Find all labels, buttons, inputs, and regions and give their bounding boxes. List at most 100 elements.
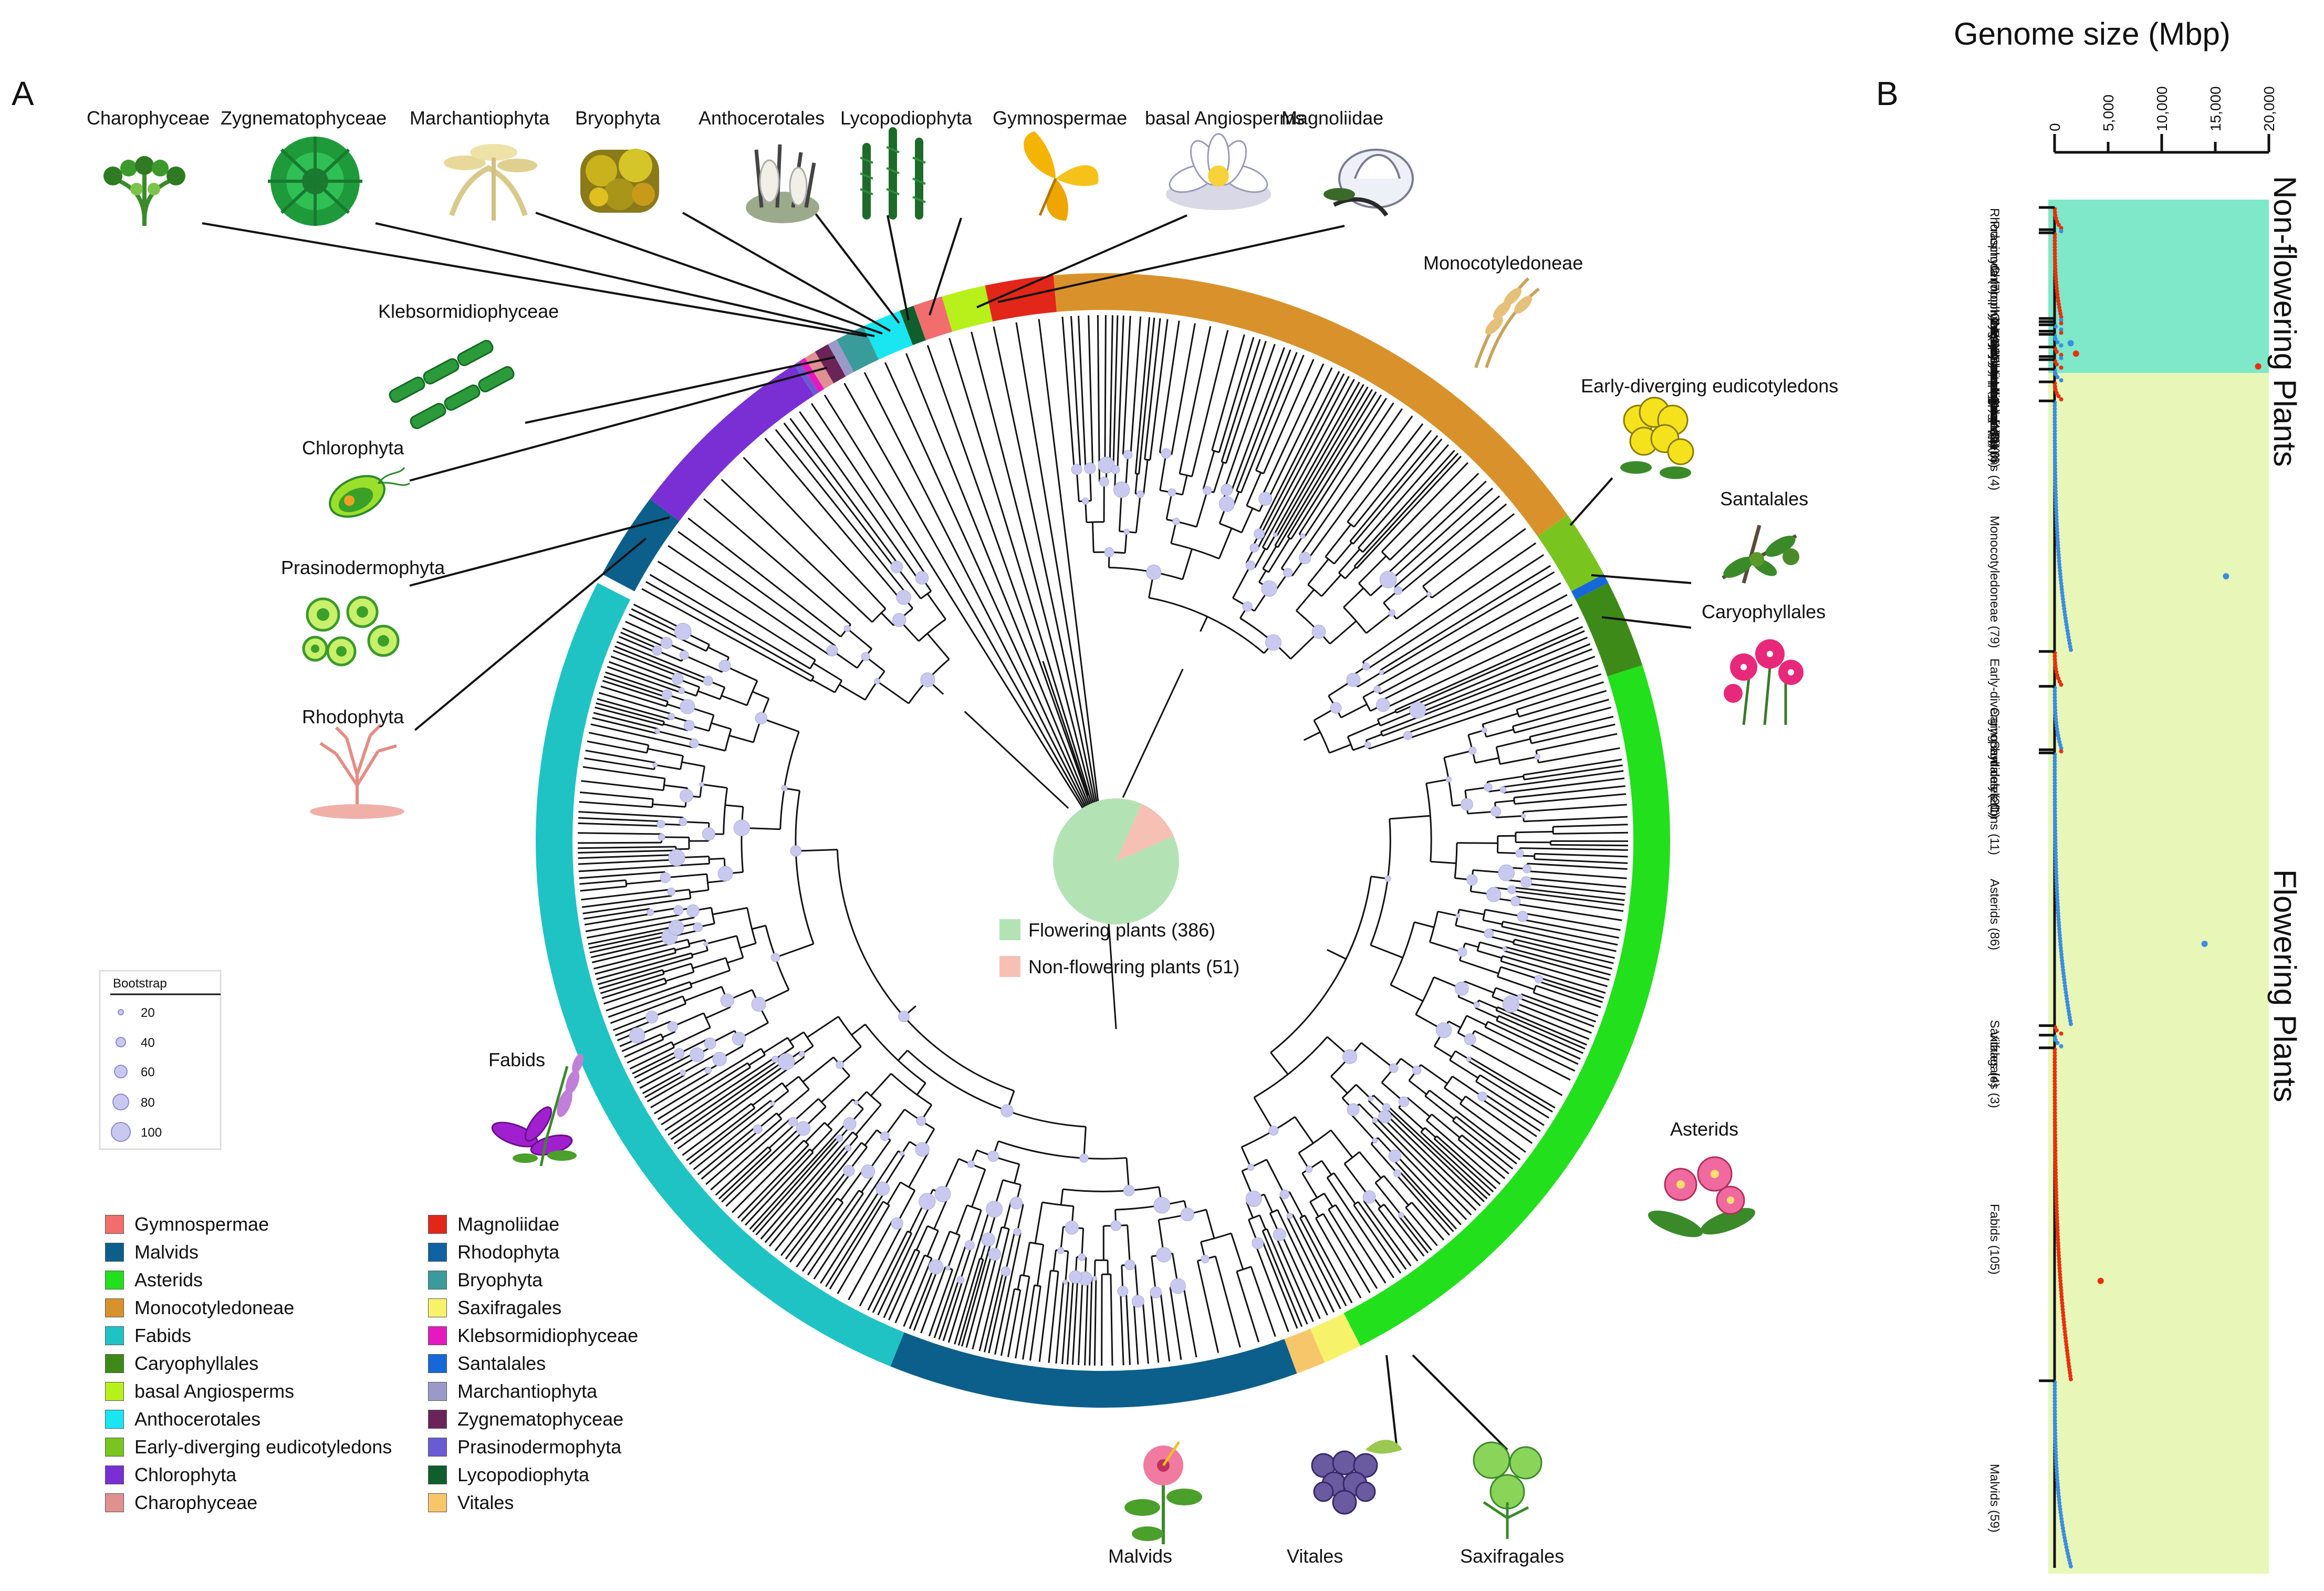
genome-point [2068,1374,2073,1378]
pie-legend: Flowering plants (386) Non-flowering pla… [999,919,1239,978]
genome-point [2067,1015,2072,1020]
ring-segment [899,305,926,346]
genome-point [2052,251,2057,256]
legend-label: Marchantiophyta [457,1380,598,1402]
genome-point [2059,587,2064,592]
legend-item: Anthocerotales [105,1406,260,1433]
phylogenetic-tree [578,315,1629,1366]
genome-point [2055,220,2059,224]
legend-swatch [428,1243,447,1262]
genome-point [2054,1180,2058,1185]
genome-point [2056,917,2061,922]
genome-point [2052,1110,2057,1115]
genome-point [2059,952,2064,956]
genome-point [2052,384,2057,389]
genome-point [2056,1244,2060,1249]
label-fabids: Fabids [488,1049,545,1070]
genome-point [2052,1120,2057,1125]
group-boundaries [2039,206,2055,1382]
genome-point [2053,844,2058,849]
asterids-icon [1648,1156,1756,1238]
ring-segment [828,339,854,377]
genome-point [2054,279,2058,284]
genome-point [2054,283,2059,287]
genome-point [2052,410,2057,414]
genome-point [2052,1098,2057,1103]
genome-point [2059,321,2064,326]
genome-point [2060,961,2065,966]
genome-point [2056,549,2061,554]
genome-point [2053,1132,2057,1137]
genome-point [2052,800,2057,804]
group-label: Chlorophyta (27) [1987,265,2002,359]
genome-point [2053,267,2058,272]
genome-point [2053,1155,2058,1160]
genome-point [2061,1532,2066,1537]
legend-item: Saxifragales [428,1294,561,1322]
genome-point [2054,860,2058,865]
genome-point [2052,1057,2057,1061]
genome-point [2052,765,2057,769]
genome-point [2059,1044,2064,1048]
genome-point [2057,562,2062,567]
ring-segment [794,361,819,396]
genome-point [2053,489,2058,494]
legend-item: Marchantiophyta [428,1378,597,1405]
group-label: Monocotyledoneae (79) [1987,516,2002,648]
legend-swatch [105,1465,124,1484]
genome-point [2053,1443,2058,1448]
genome-point [2055,882,2059,887]
band-nonflowering [2048,200,2269,373]
bootstrap-100: 100 [141,1126,162,1140]
genome-point [2068,1018,2072,1023]
genome-point [2057,930,2062,934]
genome-point [2053,831,2058,836]
genome-point [2066,635,2071,640]
genome-point [2055,293,2060,297]
fabids-icon [491,1053,583,1167]
genome-point [2064,622,2069,627]
genome-point [2068,644,2072,649]
genome-point [2053,264,2058,268]
genome-point [2059,1291,2064,1296]
genome-point [2052,1091,2057,1096]
genome-point [2054,1205,2059,1210]
genome-point [2054,1465,2059,1470]
group-label: Prasinodermophyta (1) [1987,221,2002,349]
genome-point [2052,457,2057,462]
panel-a-label: A [12,75,34,112]
genome-point [2064,990,2068,995]
label-monocotyledoneae: Monocotyledoneae [1423,252,1583,274]
genome-point [2056,1491,2061,1496]
genome-point [2053,1161,2058,1166]
genome-point [2052,758,2057,763]
genome-point [2052,755,2057,760]
genome-point [2052,429,2057,433]
genome-point [2054,492,2058,497]
genome-point [2052,432,2057,436]
genome-point [2053,1152,2058,1157]
genome-point [2058,308,2062,313]
genome-point [2066,1358,2071,1363]
genome-point [2052,1418,2057,1423]
ring-segment [815,344,846,383]
genome-point [2052,704,2057,709]
genome-point [2056,1238,2060,1242]
bootstrap-60: 60 [141,1065,155,1079]
genome-point [2054,495,2058,500]
genome-point [2058,1510,2063,1515]
genome-point [2066,1361,2071,1366]
genome-point [2066,1554,2071,1559]
label-klebsormidiophyceae: Klebsormidiophyceae [378,300,559,322]
genome-point [2052,1085,2057,1090]
genome-point [2055,889,2059,893]
genome-point [2052,1415,2057,1420]
prasinodermophyta-icon [302,596,400,667]
genome-point [2057,1494,2061,1499]
genome-point [2052,1402,2057,1407]
genome-point [2052,407,2057,411]
legend-item: Gymnospermae [105,1211,269,1238]
genome-point [2062,606,2067,611]
genome-point [2061,1314,2066,1318]
genome-point [2060,1301,2065,1305]
